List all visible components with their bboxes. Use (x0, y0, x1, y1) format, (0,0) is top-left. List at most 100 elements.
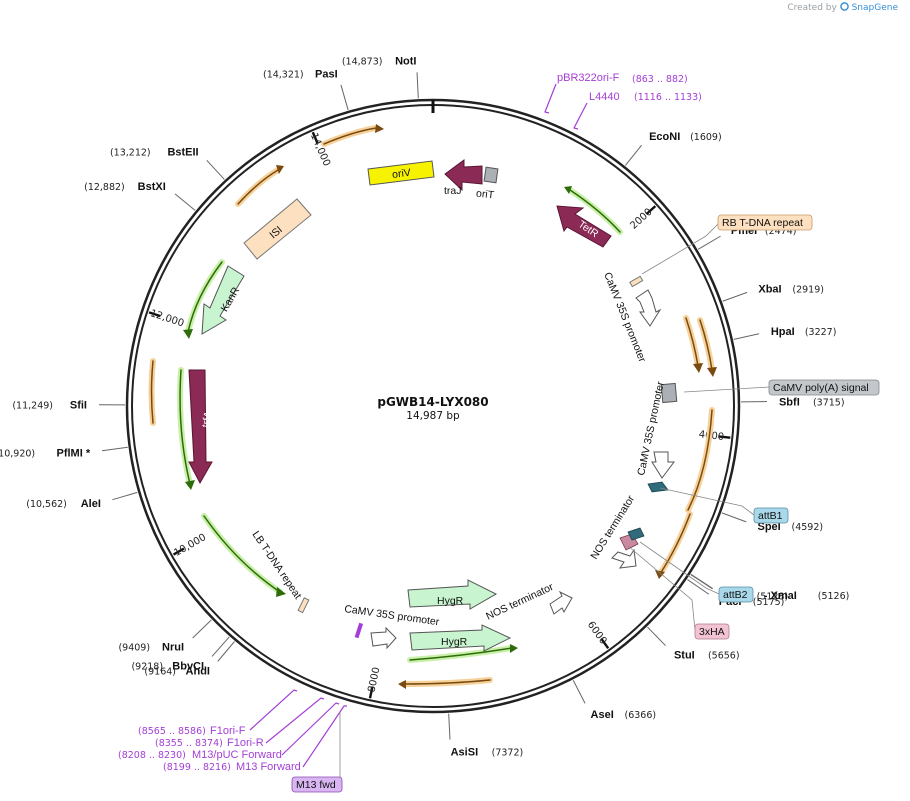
enzyme-label-xbai: XbaI(2919) (758, 283, 824, 295)
attb2-feature (627, 527, 645, 541)
enzyme-label-sbfi: SbfI(3715) (779, 396, 845, 408)
camv35s-arrow-bottom (370, 626, 397, 650)
enzyme-name: AsiSI (451, 747, 479, 759)
feature-arcs (148, 125, 715, 687)
enzyme-name: HpaI (771, 326, 795, 338)
enzyme-label-noti: NotI(14,873) (342, 55, 417, 67)
enzyme-label-bbvci: BbvCI(9218) (131, 660, 204, 672)
enzyme-position: (6366) (625, 710, 657, 721)
enzyme-position: (10,920) (0, 448, 35, 459)
rb-tdna-text: RB T-DNA repeat (722, 217, 803, 229)
enzyme-position: (5128) (757, 591, 789, 602)
primer-pbr322ori-f: pBR322ori-F (557, 72, 620, 84)
primer-marks (249, 83, 588, 768)
enzyme-site-mark (572, 679, 586, 704)
tick-mark (172, 547, 185, 556)
boxed-label-leaders (339, 223, 771, 782)
primer-m13puc-forward: M13/pUC Forward (192, 749, 282, 761)
primer-labels: pBR322ori-F (863 .. 882) L4440 (1116 .. … (118, 72, 702, 773)
enzyme-name: PflMI * (56, 447, 90, 459)
enzyme-site-mark (448, 713, 451, 740)
enzyme-position: (5656) (708, 650, 740, 661)
enzyme-site-mark (340, 84, 349, 111)
nos-label-bottom: NOS terminator (484, 581, 556, 623)
primer-pbr322ori-f-range: (863 .. 882) (632, 74, 688, 85)
enzyme-name: SpeI (758, 521, 781, 533)
enzyme-position: (2919) (792, 284, 824, 295)
primer-m13-forward: M13 Forward (236, 761, 301, 773)
enzyme-site-mark (217, 641, 235, 662)
m13fwd-box: M13 fwd (291, 776, 343, 793)
enzyme-position: (10,562) (26, 499, 67, 510)
enzyme-name: PasI (315, 68, 338, 80)
camv35s-label-bottom: CaMV 35S promoter (344, 603, 441, 628)
tick-label: 8000 (366, 666, 382, 693)
tick-mark (311, 131, 319, 144)
enzyme-label-bstxi: BstXI(12,882) (84, 181, 166, 193)
brand-text: SnapGene (851, 3, 898, 13)
isi-feature (243, 198, 312, 260)
enzyme-position: (7372) (492, 748, 524, 759)
hygr-label-1: HygR (437, 595, 464, 607)
camv35s-label-right: CaMV 35S promoter (601, 271, 648, 365)
primer-f1ori-f-range: (8565 .. 8586) (138, 726, 206, 737)
nos-arrow-bottom (549, 590, 573, 615)
enzyme-name: EcoNI (649, 131, 680, 143)
enzyme-extra: - XmaI (764, 590, 797, 602)
enzyme-position: (3227) (805, 327, 837, 338)
enzyme-label-asisi: AsiSI (7372) (451, 747, 524, 759)
enzyme-site-mark (112, 491, 138, 501)
snapgene-icon (839, 2, 849, 11)
plasmid-name: pGWB14-LYX080 (377, 395, 488, 409)
kanr-arrow (201, 265, 245, 335)
tick-mark (645, 205, 657, 216)
trfa-label: trfA (200, 410, 215, 428)
primer-m13-forward-range: (8199 .. 8216) (163, 762, 231, 773)
tick-mark (368, 686, 374, 699)
nos-label-right: NOS terminator (588, 493, 637, 562)
enzyme-position: (9409) (118, 642, 150, 653)
attb2-box: attB2 (718, 586, 754, 603)
enzyme-position: (2474) (765, 226, 797, 237)
m13fwd-text: M13 fwd (296, 779, 336, 791)
enzyme-name: AleI (81, 498, 101, 510)
enzyme-label-pflmi: PflMI * (10,920) (0, 447, 91, 459)
orit-feature (483, 166, 499, 184)
enzyme-label-spei: SpeI(4592) (758, 521, 824, 533)
enzyme-site-mark (687, 579, 710, 595)
primer-m13puc-range: (8208 .. 8230) (118, 750, 186, 761)
enzyme-position: (9218) (131, 661, 163, 672)
tick-label: 14,000 (308, 132, 332, 168)
attb1-text: attB1 (758, 510, 783, 522)
hygr-label-2: HygR (441, 636, 468, 648)
enzyme-site-mark (733, 333, 760, 340)
rb-tdna-box: RB T-DNA repeat (717, 214, 813, 231)
enzyme-name: SbfI (779, 396, 800, 408)
arc-right-4 (657, 511, 693, 577)
enzyme-site-mark (206, 159, 225, 180)
enzyme-site-mark (101, 446, 128, 452)
hygr-arrow-2 (409, 624, 512, 652)
camv-polya-box: CaMV poly(A) signal (768, 379, 880, 396)
camv-polya-text: CaMV poly(A) signal (773, 382, 869, 394)
primer-f1ori-r-range: (8355 .. 8374) (155, 738, 223, 749)
enzyme-site-mark (722, 291, 748, 302)
tick-mark (718, 435, 731, 439)
tetr-arrow (556, 205, 612, 248)
enzyme-label-asei: AseI(6366) (591, 709, 657, 721)
attb1-box: attB1 (753, 507, 789, 524)
enzyme-name: NruI (162, 641, 184, 653)
arc-arrowheads (183, 124, 717, 689)
nos-arrow-right (611, 548, 637, 569)
enzyme-site-mark (721, 512, 747, 523)
traj-arrow (444, 159, 483, 192)
enzyme-position: (14,873) (342, 56, 383, 67)
camv-polya-feature (660, 382, 678, 404)
primer-l4440-range: (1116 .. 1133) (634, 92, 702, 103)
traj-label: traJ (444, 185, 462, 197)
enzyme-label-hpai: HpaI (3227) (771, 326, 837, 338)
enzyme-label-ahdi: AhdI(9164) (144, 666, 210, 678)
enzyme-site-mark (624, 144, 642, 166)
enzyme-site-mark (192, 619, 212, 639)
